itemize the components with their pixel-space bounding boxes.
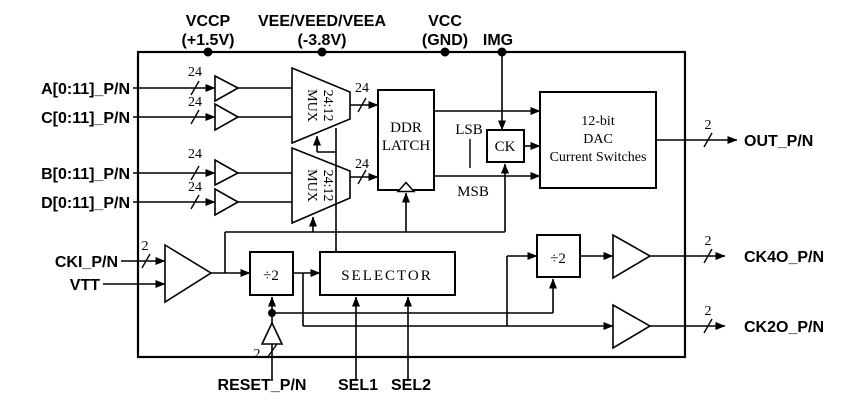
power-pin-vccp-dot bbox=[203, 47, 213, 57]
sel-pins: SEL1 SEL2 bbox=[338, 296, 431, 394]
ck-label: CK bbox=[495, 139, 516, 155]
dac-label-2: DAC bbox=[583, 132, 613, 147]
selector-shape bbox=[319, 251, 456, 296]
input-d-label: D[0:11]_P/N bbox=[41, 195, 130, 212]
bus-slash-cki bbox=[141, 253, 151, 269]
dac-label-3: Current Switches bbox=[550, 150, 647, 165]
bus-width-d: 24 bbox=[188, 180, 202, 195]
mux2-block: 24:12 MUX 24 bbox=[291, 146, 379, 225]
input-buffer-d-icon bbox=[214, 187, 240, 217]
chip-outline bbox=[136, 50, 687, 359]
input-buffer-a-icon bbox=[214, 74, 240, 103]
power-pin-img-label: IMG bbox=[483, 32, 513, 49]
bus-width-c: 24 bbox=[188, 95, 202, 110]
reset-label: RESET_P/N bbox=[218, 377, 307, 394]
bus-width-cki: 2 bbox=[142, 239, 149, 254]
power-pin-vee-voltage: (-3.8V) bbox=[298, 32, 347, 49]
bus-width-mux2: 24 bbox=[355, 157, 369, 172]
bus-slash-ck2o bbox=[703, 318, 713, 334]
ck4o-buffer-icon bbox=[612, 233, 652, 280]
mux1-label-mux: MUX bbox=[304, 89, 319, 122]
dac-label-1: 12-bit bbox=[581, 114, 615, 129]
bus-width-mux1: 24 bbox=[355, 81, 369, 96]
div2-right-label: ÷2 bbox=[550, 251, 566, 267]
msb-label: MSB bbox=[457, 184, 489, 200]
ck2o-label: CK2O_P/N bbox=[744, 319, 824, 336]
mux2-label-mux: MUX bbox=[304, 169, 319, 202]
bus-slash-out bbox=[703, 132, 713, 148]
ck-block: CK bbox=[486, 129, 541, 232]
out-pin: 2 OUT_P/N bbox=[656, 118, 813, 150]
bus-slash-mux1 bbox=[357, 97, 367, 113]
bus-slash-a bbox=[190, 80, 200, 96]
cki-label: CKI_P/N bbox=[55, 254, 118, 271]
ddr-latch-shape bbox=[377, 89, 435, 191]
clock-buffer-icon bbox=[164, 243, 213, 304]
sel1-label: SEL1 bbox=[338, 377, 378, 394]
input-buffer-b-icon bbox=[214, 158, 240, 187]
ddr-latch-block: DDR LATCH bbox=[377, 89, 435, 232]
bus-width-a: 24 bbox=[188, 65, 202, 80]
dac-shape bbox=[539, 91, 657, 189]
div2-left-label: ÷2 bbox=[263, 268, 279, 284]
power-rail: VCCP (+1.5V) VEE/VEED/VEEA (-3.8V) VCC (… bbox=[182, 13, 513, 131]
dac-block: 12-bit DAC Current Switches bbox=[539, 91, 657, 189]
ck4o-label: CK4O_P/N bbox=[744, 249, 824, 266]
bus-slash-d bbox=[190, 194, 200, 210]
power-pin-vccp-label: VCCP bbox=[186, 13, 231, 30]
bus-width-ck2o: 2 bbox=[705, 304, 712, 319]
power-pin-vcc-voltage: (GND) bbox=[422, 32, 468, 49]
bus-width-b: 24 bbox=[188, 147, 202, 162]
input-c-label: C[0:11]_P/N bbox=[41, 110, 130, 127]
input-b-label: B[0:11]_P/N bbox=[41, 166, 130, 183]
mux1-shape bbox=[291, 66, 351, 145]
bus-width-ck4o: 2 bbox=[705, 234, 712, 249]
lsb-label: LSB bbox=[455, 122, 483, 138]
bus-slash-ck4o bbox=[703, 248, 713, 264]
ck-shape bbox=[486, 129, 525, 163]
reset-net: 2 RESET_P/N bbox=[218, 278, 557, 394]
input-a-label: A[0:11]_P/N bbox=[41, 81, 130, 98]
lsb-msb-nets: LSB MSB bbox=[434, 107, 541, 200]
ddr-latch-label-2: LATCH bbox=[382, 138, 431, 154]
data-inputs: A[0:11]_P/N 24 C[0:11]_P/N 24 B[0:11]_P/… bbox=[41, 65, 292, 217]
ck2o-buffer-icon bbox=[612, 303, 652, 350]
power-pin-vcc-dot bbox=[440, 47, 450, 57]
clock-input: CKI_P/N 2 VTT bbox=[55, 231, 505, 304]
divider-selector: ÷2 SELECTOR bbox=[249, 128, 614, 330]
mux2-label-ratio: 24:12 bbox=[320, 170, 335, 202]
power-pin-vcc-label: VCC bbox=[428, 13, 462, 30]
mux1-block: 24:12 MUX 24 bbox=[291, 66, 379, 145]
bus-slash-c bbox=[190, 109, 200, 125]
bus-slash-b bbox=[190, 165, 200, 181]
selector-label: SELECTOR bbox=[341, 268, 433, 284]
bus-width-reset: 2 bbox=[254, 347, 261, 362]
clock-outputs: ÷2 2 CK4O_P/N 2 CK2O_P/N bbox=[506, 233, 824, 350]
mux1-label-ratio: 24:12 bbox=[320, 90, 335, 122]
out-label: OUT_P/N bbox=[744, 133, 813, 150]
bus-slash-reset bbox=[266, 343, 278, 359]
bus-slash-mux2 bbox=[357, 169, 367, 185]
ddr-latch-label-1: DDR bbox=[390, 120, 422, 136]
power-pin-vee-dot bbox=[317, 47, 327, 57]
div2-right-shape bbox=[536, 234, 581, 278]
sel2-label: SEL2 bbox=[391, 377, 431, 394]
vtt-label: VTT bbox=[70, 277, 100, 294]
latch-clock-notch-icon bbox=[396, 181, 416, 193]
power-pin-vee-label: VEE/VEED/VEEA bbox=[258, 13, 386, 30]
reset-buffer-icon bbox=[260, 321, 284, 345]
input-buffer-c-icon bbox=[214, 102, 240, 132]
bus-width-out: 2 bbox=[705, 118, 712, 133]
power-pin-vccp-voltage: (+1.5V) bbox=[182, 32, 235, 49]
